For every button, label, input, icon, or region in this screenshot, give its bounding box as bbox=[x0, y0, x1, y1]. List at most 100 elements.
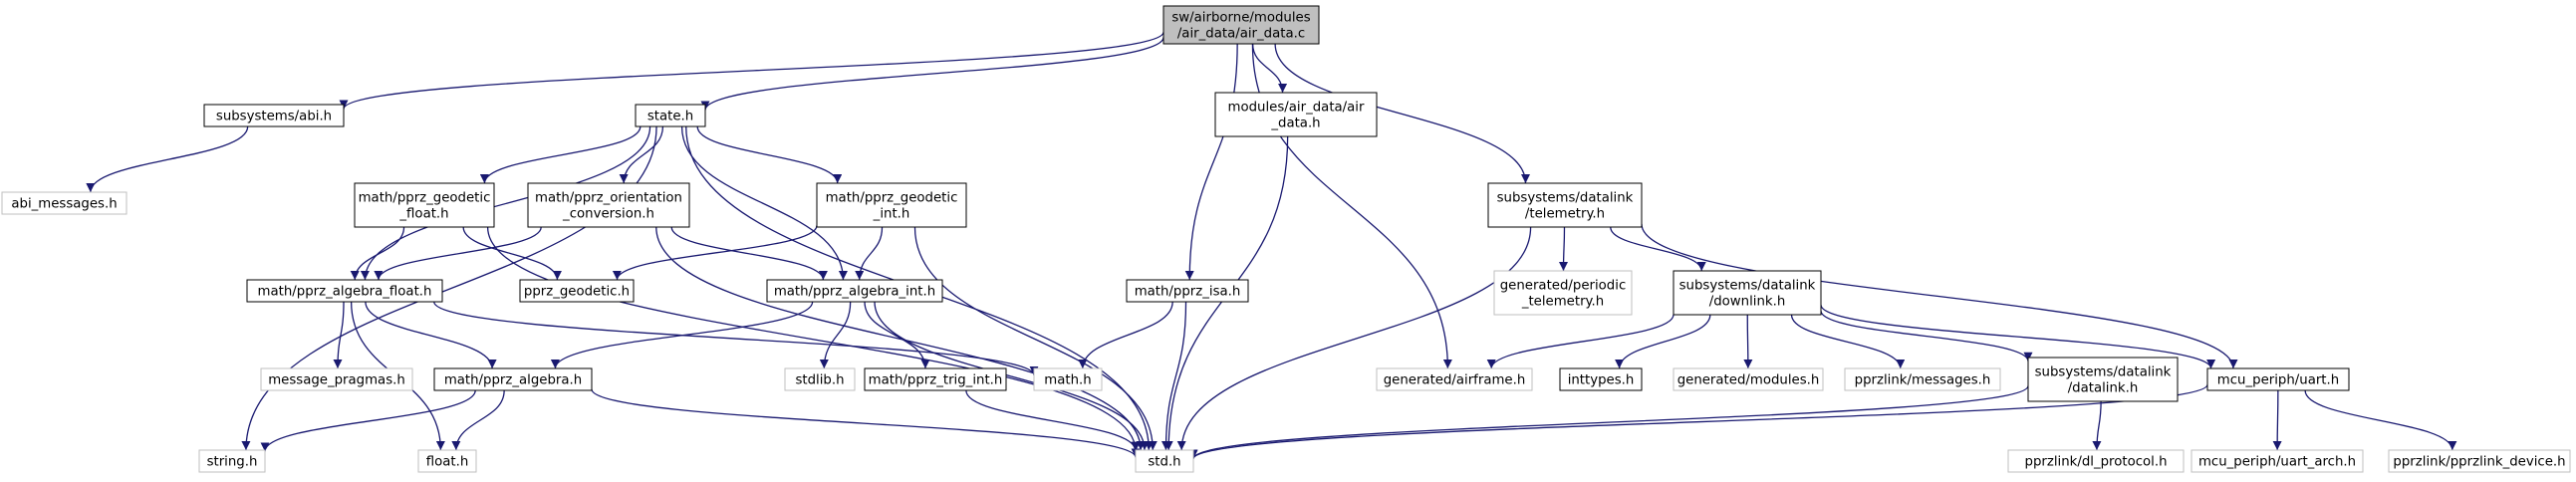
node-box bbox=[816, 182, 967, 228]
node-stdlib: stdlib.h bbox=[784, 367, 856, 391]
edge-telemetry-to-periodic_telemetry bbox=[1559, 226, 1569, 272]
node-label-line: subsystems/datalink bbox=[1679, 279, 1816, 294]
node-box bbox=[2190, 449, 2364, 473]
edge-abi-to-abi_messages bbox=[86, 125, 249, 193]
edge-state-to-geodetic_int bbox=[696, 125, 843, 184]
node-box bbox=[1493, 270, 1633, 316]
edge-uart-to-pprzlink_device bbox=[2304, 389, 2457, 451]
node-label-line: sw/airborne/modules bbox=[1171, 11, 1310, 26]
node-box bbox=[1376, 367, 1533, 391]
node-box bbox=[433, 367, 593, 391]
node-uart-arch: mcu_periph/uart_arch.h bbox=[2190, 449, 2364, 473]
edge-orientation-to-algebra_float bbox=[374, 226, 542, 281]
node-label-line: math/pprz_algebra_int.h bbox=[774, 285, 935, 300]
node-box bbox=[2027, 357, 2179, 402]
node-box bbox=[1, 191, 128, 215]
node-inttypes[interactable]: inttypes.h bbox=[1559, 367, 1643, 391]
node-uart[interactable]: mcu_periph/uart.h bbox=[2206, 367, 2350, 391]
node-box bbox=[2206, 367, 2350, 391]
node-gen-modules: generated/modules.h bbox=[1673, 367, 1824, 391]
edge-telemetry-to-std bbox=[1176, 226, 1532, 451]
edge-downlink-to-datalink bbox=[1820, 310, 2033, 362]
node-label-line: math/pprz_geodetic bbox=[359, 191, 491, 206]
edge-algebra_int-to-std bbox=[874, 301, 1150, 451]
edge-pprz_isa-to-math bbox=[1078, 301, 1173, 369]
node-root[interactable]: sw/airborne/modules/air_data/air_data.c bbox=[1162, 5, 1320, 45]
node-box bbox=[1214, 92, 1378, 137]
node-box bbox=[766, 279, 943, 303]
node-box bbox=[1844, 367, 2001, 391]
edge-downlink-to-inttypes bbox=[1615, 314, 1711, 369]
edge-pprz_algebra-to-std bbox=[591, 388, 1141, 458]
edge-geodetic_float-to-algebra_float bbox=[350, 226, 405, 281]
edge-geodetic_float-to-pprz_geodetic bbox=[462, 226, 562, 281]
node-label-line: math/pprz_orientation bbox=[535, 191, 682, 206]
node-box bbox=[1559, 367, 1643, 391]
edge-datalink-to-dl_protocol bbox=[2092, 400, 2102, 451]
node-pprz-algebra[interactable]: math/pprz_algebra.h bbox=[433, 367, 593, 391]
edge-state-to-orientation bbox=[619, 125, 664, 184]
node-trig-int[interactable]: math/pprz_trig_int.h bbox=[864, 367, 1007, 391]
edge-geodetic_int-to-pprz_geodetic bbox=[612, 225, 818, 281]
node-pprz-geodetic[interactable]: pprz_geodetic.h bbox=[519, 279, 635, 303]
node-pprz-isa[interactable]: math/pprz_isa.h bbox=[1126, 279, 1249, 303]
node-pprzlink-messages: pprzlink/messages.h bbox=[1844, 367, 2001, 391]
edge-pprz_algebra-to-float bbox=[451, 389, 505, 451]
node-label-line: _data.h bbox=[1270, 117, 1320, 131]
edge-geodetic_float-to-std bbox=[486, 226, 1141, 451]
edge-state-to-algebra_int bbox=[680, 125, 848, 281]
node-label-line: mcu_periph/uart_arch.h bbox=[2198, 455, 2356, 470]
node-abi[interactable]: subsystems/abi.h bbox=[203, 104, 345, 127]
edge-geodetic_int-to-std bbox=[913, 226, 1158, 451]
node-box bbox=[2388, 449, 2571, 473]
node-datalink[interactable]: subsystems/datalink/datalink.h bbox=[2027, 357, 2179, 402]
node-box bbox=[246, 279, 443, 303]
node-label-line: modules/air_data/air bbox=[1228, 101, 1365, 116]
node-label-line: std.h bbox=[1148, 455, 1180, 470]
node-label-line: subsystems/datalink bbox=[2035, 365, 2172, 380]
node-label-line: float.h bbox=[426, 455, 469, 470]
nodes-layer: sw/airborne/modules/air_data/air_data.cs… bbox=[1, 5, 2571, 473]
node-geodetic-int[interactable]: math/pprz_geodetic_int.h bbox=[816, 182, 967, 228]
edge-orientation-to-std bbox=[655, 226, 1146, 451]
node-string: string.h bbox=[198, 449, 266, 473]
edge-downlink-to-uart bbox=[1820, 304, 2215, 369]
node-label-line: math.h bbox=[1044, 373, 1091, 388]
node-label-line: math/pprz_isa.h bbox=[1135, 285, 1241, 300]
node-box bbox=[354, 182, 495, 228]
node-label-line: stdlib.h bbox=[795, 373, 844, 388]
node-label-line: pprzlink/dl_protocol.h bbox=[2025, 455, 2168, 470]
node-label-line: _telemetry.h bbox=[1521, 295, 1604, 310]
node-geodetic-float[interactable]: math/pprz_geodetic_float.h bbox=[354, 182, 495, 228]
node-label-line: pprz_geodetic.h bbox=[524, 285, 630, 300]
node-box bbox=[417, 449, 477, 473]
edge-uart-to-uart_arch bbox=[2272, 389, 2282, 451]
node-pprzlink-device: pprzlink/pprzlink_device.h bbox=[2388, 449, 2571, 473]
node-state[interactable]: state.h bbox=[635, 104, 706, 127]
edge-algebra_float-to-message_pragmas bbox=[333, 301, 345, 369]
node-label-line: /downlink.h bbox=[1709, 295, 1786, 310]
node-abi-messages: abi_messages.h bbox=[1, 191, 128, 215]
edge-root-to-state bbox=[700, 37, 1164, 111]
edge-state-to-geodetic_float bbox=[479, 125, 642, 184]
node-std: std.h bbox=[1135, 449, 1194, 473]
node-label-line: pprzlink/pprzlink_device.h bbox=[2393, 455, 2565, 470]
node-label-line: _conversion.h bbox=[562, 207, 654, 222]
node-box bbox=[1673, 270, 1822, 316]
node-dl-protocol: pprzlink/dl_protocol.h bbox=[2007, 449, 2185, 473]
edge-downlink-to-airframe bbox=[1486, 314, 1674, 369]
node-downlink[interactable]: subsystems/datalink/downlink.h bbox=[1673, 270, 1822, 316]
node-orientation[interactable]: math/pprz_orientation_conversion.h bbox=[527, 182, 690, 228]
node-algebra-int[interactable]: math/pprz_algebra_int.h bbox=[766, 279, 943, 303]
node-label-line: math/pprz_trig_int.h bbox=[869, 373, 1003, 388]
node-label-line: mcu_periph/uart.h bbox=[2217, 373, 2339, 388]
edge-root-to-abi bbox=[339, 32, 1164, 110]
node-box bbox=[784, 367, 856, 391]
edge-orientation-to-algebra_int bbox=[670, 226, 828, 281]
edge-geodetic_int-to-algebra_int bbox=[855, 226, 884, 281]
node-mod-air-data[interactable]: modules/air_data/air_data.h bbox=[1214, 92, 1378, 137]
node-telemetry[interactable]: subsystems/datalink/telemetry.h bbox=[1487, 182, 1643, 228]
node-algebra-float[interactable]: math/pprz_algebra_float.h bbox=[246, 279, 443, 303]
node-box bbox=[2007, 449, 2185, 473]
node-label-line: /air_data/air_data.c bbox=[1177, 27, 1305, 42]
